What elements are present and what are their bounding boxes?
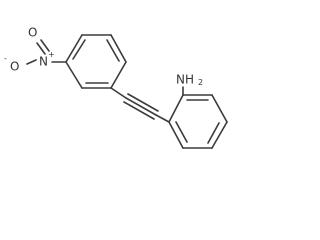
chemical-structure-diagram: O N + O - NH 2 [4,26,228,149]
atom-nitrogen-nitro: N [39,55,48,69]
ring1-bond-1 [65,34,83,63]
triple-bond-lower [123,101,155,120]
bond-n-o-single [26,59,37,65]
amine-h-subscript: 2 [198,78,203,87]
bond-n-o-double-b [40,39,50,52]
ring1-bond-6 [65,61,83,89]
atom-oxygen-left: O [10,60,19,74]
ring2-bond-6 [168,121,184,149]
ring2-inner-3 [175,121,188,143]
ring2-bond-1 [168,94,184,123]
triple-bond-center [125,97,157,116]
ring1-to-alkyne-bond [110,87,127,99]
nitrophenyl-ring [65,34,127,89]
aniline-ring [168,86,228,149]
atom-amine: NH [176,73,194,87]
ring2-inner-2 [207,122,220,144]
triple-bond-upper [127,93,159,112]
ring1-bond-3 [110,34,127,63]
atom-labels: O N + O - NH 2 [4,26,203,88]
ring2-bond-4 [211,121,228,149]
alkyne-to-ring2-bond [155,114,170,123]
alkyne-linker [110,87,170,123]
nitrogen-plus-charge: + [48,50,55,59]
bond-n-o-double-a [36,42,46,55]
ring1-inner-1 [72,39,86,60]
ring1-bond-4 [110,61,127,89]
atom-oxygen-top: O [28,26,37,40]
ring1-inner-2 [106,39,120,62]
nitro-group [26,39,67,65]
ring2-bond-3 [211,94,228,123]
oxygen-minus-charge: - [4,54,7,63]
